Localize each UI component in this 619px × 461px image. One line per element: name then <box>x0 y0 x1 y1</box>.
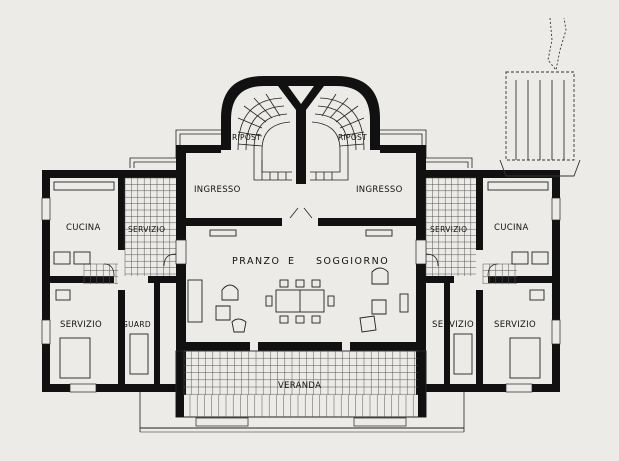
label-ripost-left: RIPOST <box>232 133 261 142</box>
label-cucina-right: CUCINA <box>494 223 529 233</box>
tiled-floors <box>83 177 517 284</box>
label-veranda: VERANDA <box>278 381 321 391</box>
label-guard: GUARD <box>122 320 151 329</box>
label-servizio-left-bottom: SERVIZIO <box>60 320 102 330</box>
label-ripost-right: RIPOST <box>338 133 367 142</box>
label-pranzo: PRANZO <box>232 256 281 267</box>
veranda <box>139 350 465 433</box>
label-cucina-left: CUCINA <box>66 223 101 233</box>
label-servizio-right-bottom-a: SERVIZIO <box>432 320 474 330</box>
label-servizio-left-top: SERVIZIO <box>128 225 165 234</box>
label-ingresso-right: INGRESSO <box>356 185 403 195</box>
label-e: E <box>288 256 296 267</box>
pergola-sketch <box>499 17 581 177</box>
doors <box>103 207 499 277</box>
label-ingresso-left: INGRESSO <box>194 185 241 195</box>
label-servizio-right-top: SERVIZIO <box>430 225 467 234</box>
room-labels: RIPOST RIPOST INGRESSO INGRESSO CUCINA C… <box>60 133 536 391</box>
label-soggiorno: SOGGIORNO <box>316 256 389 267</box>
label-servizio-right-bottom-b: SERVIZIO <box>494 320 536 330</box>
staircase-apse <box>221 76 380 184</box>
windows <box>41 197 561 393</box>
furniture <box>53 181 549 379</box>
main-walls <box>42 145 560 395</box>
